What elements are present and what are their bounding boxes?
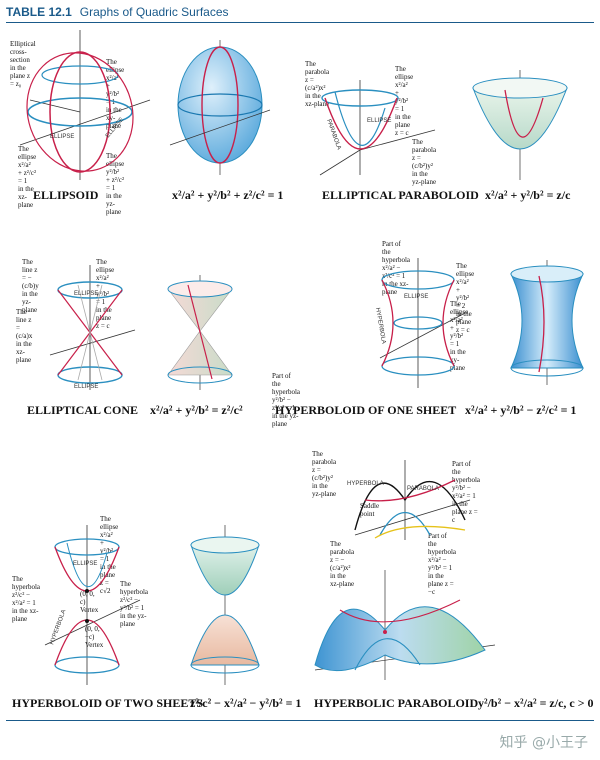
- elliptical-cone-wireframe: ELLIPSE ELLIPSE: [49, 265, 136, 390]
- hyperboloid-two-wireframe: ELLIPSE HYPERBOLA: [44, 525, 141, 685]
- equation-hyperboloid-two: z²/c² − x²/a² − y²/b² = 1: [190, 696, 302, 710]
- annotation-yz-ellipse: The ellipse y²/b² + z²/c² = 1 in the yz-…: [106, 152, 125, 216]
- hyperboloid-one-surface: [510, 260, 584, 385]
- h2-ellipse-label: ELLIPSE: [73, 561, 97, 567]
- surface-name-ellipsoid: ELLIPSOID: [33, 188, 99, 202]
- annotation-ellipse-z-h2: The ellipse x²/a² + y²/b² = 1 in the pla…: [100, 515, 119, 595]
- annotation-ellipse-z-c-h1: The ellipse x²/a² + y²/b² = 2 in the pla…: [456, 262, 475, 334]
- annotation-yz-hyperbola: Part of the hyperbola y²/b² − z²/c² = 1 …: [272, 372, 300, 428]
- parabola-curve-label: PARABOLA: [325, 119, 342, 151]
- ellipsoid-surface: [169, 40, 271, 175]
- ellipse-curve-label-2: ELLIPSE: [105, 117, 125, 140]
- annotation-yz-line: The line z = −(c/b)y in the yz-plane: [22, 258, 39, 314]
- annotation-hyperbola-z-mc: Part of the hyperbola x²/a² − y²/b² = 1 …: [428, 532, 456, 596]
- cone-ellipse-label-top: ELLIPSE: [74, 291, 98, 297]
- hyperbolic-paraboloid-wireframe: HYPERBOLA PARABOLA: [347, 460, 471, 540]
- equation-elliptical-paraboloid: x²/a² + y²/b² = z/c: [485, 188, 571, 202]
- elliptical-cone-surface: [167, 275, 233, 390]
- surface-name-hyperbolic-paraboloid: HYPERBOLIC PARABOLOID: [314, 696, 479, 710]
- h1-ellipse-label: ELLIPSE: [404, 294, 428, 300]
- annotation-xy-ellipse-h1: The ellipse x²/a² + y²/b² = 1 in the xy-…: [450, 300, 469, 372]
- annotation-xz-line: The line z = (c/a)x in the xz-plane: [16, 308, 33, 364]
- annotation-xz-ellipse: The ellipse x²/a² + z²/c² = 1 in the xz-…: [18, 145, 37, 209]
- hp-hyperbola-label: HYPERBOLA: [347, 481, 384, 487]
- annotation-saddle-point: Saddle point: [360, 502, 380, 518]
- surface-name-hyperboloid-two: HYPERBOLOID OF TWO SHEETS: [12, 696, 204, 710]
- hyperbolic-paraboloid-surface: [314, 570, 496, 680]
- annotation-ellipse-z-c-cone: The ellipse x²/a² + y²/b² = 1 in the pla…: [96, 258, 115, 330]
- annotation-cross-section: Elliptical cross-section in the plane z …: [10, 40, 36, 88]
- surface-name-elliptical-paraboloid: ELLIPTICAL PARABOLOID: [322, 188, 479, 202]
- equation-ellipsoid: x²/a² + y²/b² + z²/c² = 1: [172, 188, 284, 202]
- equation-hyperbolic-paraboloid: y²/b² − x²/a² = z/c, c > 0: [478, 696, 594, 710]
- hyperboloid-two-surface: [190, 525, 260, 685]
- ellipse-curve-label-3: ELLIPSE: [367, 118, 391, 124]
- cone-ellipse-label-bottom: ELLIPSE: [74, 384, 98, 390]
- annotation-yz-hyperbola-h2: The hyperbola z²/c² − y²/b² = 1 in the y…: [120, 580, 148, 628]
- annotation-xz-parabola: The parabola z = (c/a²)x² in the xz-plan…: [305, 60, 330, 108]
- surface-name-elliptical-cone: ELLIPTICAL CONE: [27, 403, 139, 417]
- ellipse-curve-label: ELLIPSE: [50, 134, 74, 140]
- annotation-hyperbola-z-c: Part of the hyperbola y²/b² − x²/a² = 1 …: [452, 460, 480, 524]
- annotation-yz-parabola: The parabola z = (c/b²)y² in the yz-plan…: [412, 138, 437, 186]
- ellipsoid-wireframe: ELLIPSE ELLIPSE: [19, 30, 151, 180]
- watermark: 知乎 @小王子: [499, 735, 588, 751]
- equation-hyperboloid-one: x²/a² + y²/b² − z²/c² = 1: [465, 403, 577, 417]
- surface-name-hyperboloid-one: HYPERBOLOID OF ONE SHEET: [275, 403, 457, 417]
- h1-hyperbola-label: HYPERBOLA: [374, 307, 386, 344]
- elliptical-paraboloid-surface: [472, 70, 568, 180]
- annotation-vertex-top: (0, 0, c) Vertex: [80, 590, 99, 614]
- header-rule: [6, 22, 594, 23]
- annotation-ellipse-z-c: The ellipse x²/a² + y²/b² = 1 in the pla…: [395, 65, 414, 137]
- table-tag: TABLE 12.1: [6, 5, 72, 19]
- table-header: TABLE 12.1 Graphs of Quadric Surfaces: [6, 4, 229, 20]
- annotation-vertex-bottom: (0, 0, −c) Vertex: [85, 625, 104, 649]
- elliptical-paraboloid-wireframe: PARABOLA ELLIPSE: [319, 80, 436, 176]
- annotation-xz-hyperbola-h2: The hyperbola z²/c² − x²/a² = 1 in the x…: [12, 575, 40, 623]
- annotation-xz-parabola-hp: The parabola z = −(c/a²)x² in the xz-pla…: [330, 540, 355, 588]
- annotation-yz-parabola-hp: The parabola z = (c/b²)y² in the yz-plan…: [312, 450, 337, 498]
- table-title: Graphs of Quadric Surfaces: [79, 5, 229, 19]
- hp-parabola-label: PARABOLA: [407, 486, 439, 492]
- equation-elliptical-cone: x²/a² + y²/b² = z²/c²: [150, 403, 243, 417]
- hyperboloid-one-wireframe: ELLIPSE HYPERBOLA: [374, 258, 466, 388]
- h2-hyperbola-label: HYPERBOLA: [49, 609, 67, 646]
- footer-rule: [6, 720, 594, 721]
